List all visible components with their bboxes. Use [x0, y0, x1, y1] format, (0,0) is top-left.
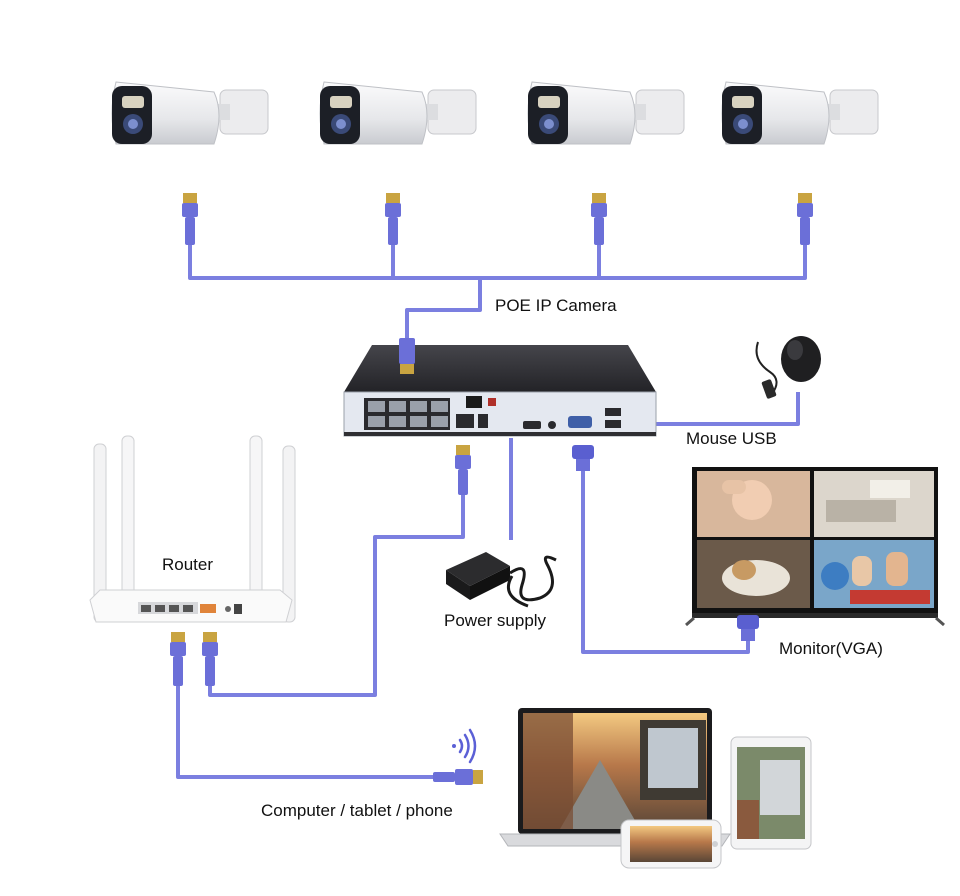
cables — [176, 245, 807, 779]
rj45-connector-camera-3 — [591, 193, 607, 245]
power-supply — [446, 552, 557, 608]
monitor-label: Monitor(VGA) — [779, 639, 883, 658]
laptop — [499, 708, 731, 847]
rj45-connector-camera-1 — [182, 193, 198, 245]
camera-2 — [319, 81, 477, 145]
laptop-icon — [499, 708, 731, 847]
phone — [620, 819, 722, 869]
rj45-connector-nvr-out — [455, 445, 471, 495]
router-to-devices-cable — [176, 685, 435, 779]
bullet-camera-icon — [111, 81, 269, 145]
monitor — [685, 467, 945, 641]
mouse — [755, 336, 821, 399]
rj45-connector-camera-2 — [385, 193, 401, 245]
tablet — [730, 736, 812, 850]
rj45-connector-router-1 — [170, 632, 186, 686]
wifi-signal-icon — [452, 728, 477, 764]
camera-3 — [527, 81, 685, 145]
power-adapter-icon — [446, 552, 557, 608]
vga-connector-nvr — [572, 445, 594, 471]
rj45-connector-devices — [433, 769, 483, 785]
rj45-connector-camera-4 — [797, 193, 813, 245]
router-label: Router — [162, 555, 213, 574]
nvr-recorder-icon — [343, 345, 657, 437]
camera-bus-cable — [188, 245, 807, 280]
poe-camera-label: POE IP Camera — [495, 296, 617, 315]
nvr-recorder — [343, 338, 657, 437]
power-supply-label: Power supply — [444, 611, 547, 630]
mouse-usb-label: Mouse USB — [686, 429, 777, 448]
mouse-icon — [755, 336, 821, 399]
vga-cable — [581, 470, 750, 654]
rj45-connector-nvr-in — [399, 338, 415, 374]
bullet-camera-icon — [721, 81, 879, 145]
camera-1 — [111, 81, 269, 145]
vga-connector-monitor — [737, 615, 759, 641]
router — [89, 435, 296, 686]
devices-label: Computer / tablet / phone — [261, 801, 453, 820]
rj45-connector-router-2 — [202, 632, 218, 686]
monitor-icon — [685, 467, 945, 627]
tablet-icon — [730, 736, 812, 850]
phone-icon — [620, 819, 722, 869]
camera-to-nvr-cable — [405, 278, 482, 345]
nvr-to-router-cable — [208, 495, 465, 697]
camera-4 — [721, 81, 879, 145]
usb-mouse-cable — [630, 392, 800, 426]
bullet-camera-icon — [527, 81, 685, 145]
bullet-camera-icon — [319, 81, 477, 145]
wifi-router-icon — [89, 435, 296, 623]
